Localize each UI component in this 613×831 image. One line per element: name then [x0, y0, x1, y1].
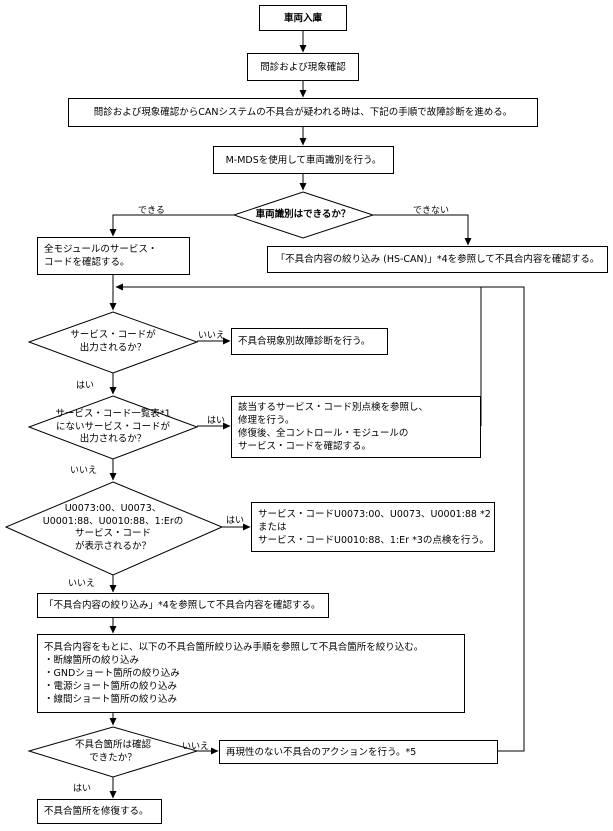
- code-not-in-list-line-1: サービス・コード一覧表*1: [55, 408, 171, 420]
- start-label: 車両入庫: [283, 12, 322, 24]
- mmds-label: M-MDSを使用して車両識別を行う。: [225, 154, 382, 166]
- edge-label-yes3: はい: [226, 516, 245, 526]
- specific-code-question-line-2: U0001:88、U0010:88、1:Erの: [42, 515, 184, 527]
- arrow-can: [109, 214, 234, 237]
- specific-code-check-line-2: または: [258, 521, 287, 533]
- specific-code-check-box: サービス・コードU0073:00、U0073、U0001:88 *2 または サ…: [251, 502, 495, 552]
- code-not-in-list-question: サービス・コード一覧表*1 にないサービス・コードが 出力されるか？: [55, 408, 170, 446]
- no-repro-action-box: 再現性のない不具合のアクションを行う。*5: [219, 740, 498, 764]
- location-confirmed-question: 不具合箇所は確認 できたか？: [75, 740, 151, 765]
- specific-code-question-line-1: U0073:00、U0073、: [64, 503, 162, 514]
- code-output-question: サービス・コードが 出力されるか？: [70, 330, 156, 355]
- narrow-location-line-3: ・GNDショート箇所の絞り込み: [44, 668, 180, 679]
- location-confirmed-line-2: できたか？: [89, 752, 137, 763]
- location-confirmed-diamond: [27, 726, 199, 778]
- interview-box: 問診および現象確認: [247, 53, 359, 81]
- edge-label-can: できる: [138, 206, 165, 216]
- edge-label-cannot: できない: [413, 206, 450, 216]
- code-output-diamond: [27, 311, 199, 374]
- check-all-codes-line-2: コードを確認する。: [44, 257, 130, 268]
- code-not-in-list-line-3: 出力されるか？: [79, 433, 147, 445]
- edge-label-yes1: はい: [76, 381, 95, 391]
- repair-location-label: 不具合箇所を修復する。: [44, 806, 149, 817]
- symptom-diag-box: 不具合現象別故障診断を行う。: [231, 328, 388, 355]
- specific-code-diamond: [4, 481, 224, 576]
- code-not-in-list-diamond: [27, 395, 199, 460]
- narrow-content-label: 「不具合内容の絞り込み」*4を参照して不具合内容を確認する。: [44, 600, 321, 611]
- specific-code-check-line-1: サービス・コードU0073:00、U0073、U0001:88 *2: [258, 508, 491, 520]
- code-not-in-list-line-2: にないサービス・コードが: [55, 420, 171, 432]
- edge-label-no1: いいえ: [198, 331, 226, 341]
- start-box: 車両入庫: [259, 5, 347, 31]
- procedure-note-box: 問診および現象確認からCANシステムの不具合が疑われる時は、下記の手順で故障診断…: [68, 98, 538, 127]
- inspect-repair-line-2: 修理を行う。: [238, 415, 295, 426]
- repair-location-box: 不具合箇所を修復する。: [37, 799, 162, 824]
- location-confirmed-line-1: 不具合箇所は確認: [74, 739, 152, 751]
- narrow-content-box: 「不具合内容の絞り込み」*4を参照して不具合内容を確認する。: [37, 593, 329, 618]
- narrow-location-line-5: ・線間ショート箇所の絞り込み: [44, 694, 178, 705]
- inspect-repair-box: 該当するサービス・コード別点検を参照し、 修理を行う。 修復後、全コントロール・…: [231, 396, 481, 458]
- edge-label-no2: いいえ: [70, 466, 98, 476]
- narrow-hs-can-box: 「不具合内容の絞り込み (HS-CAN)」*4を参照して不具合内容を確認する。: [267, 246, 608, 273]
- loop-no-repro: [481, 286, 525, 752]
- procedure-note-label: 問診および現象確認からCANシステムの不具合が疑われる時は、下記の手順で故障診断…: [93, 107, 513, 118]
- narrow-location-line-4: ・電源ショート箇所の絞り込み: [44, 681, 178, 692]
- narrow-location-line-1: 不具合内容をもとに、以下の不具合箇所絞り込み手順を参照して不具合箇所を絞り込む。: [44, 642, 424, 653]
- interview-label: 問診および現象確認: [260, 61, 346, 73]
- specific-code-question-line-4: が表示されるか？: [74, 540, 151, 552]
- inspect-repair-line-1: 該当するサービス・コード別点検を参照し、: [238, 402, 429, 413]
- no-repro-action-label: 再現性のない不具合のアクションを行う。*5: [226, 746, 417, 758]
- edge-label-yes4: はい: [73, 784, 92, 794]
- edge-label-no3: いいえ: [68, 579, 96, 589]
- specific-code-check-line-3: サービス・コードU0010:88、1:Er *3の点検を行う。: [258, 534, 489, 546]
- arrow-cannot: [373, 214, 472, 246]
- narrow-hs-can-label: 「不具合内容の絞り込み (HS-CAN)」*4を参照して不具合内容を確認する。: [275, 254, 600, 265]
- edge-label-yes2: はい: [207, 416, 226, 426]
- specific-code-question: U0073:00、U0073、 U0001:88、U0010:88、1:Erの …: [43, 503, 184, 553]
- vehicle-id-question: 車両識別はできるか？: [256, 209, 351, 222]
- check-all-codes-line-1: 全モジュールのサービス・: [44, 244, 158, 255]
- check-all-codes-box: 全モジュールのサービス・ コードを確認する。: [37, 237, 190, 275]
- edge-label-no4: いいえ: [182, 742, 210, 752]
- vehicle-id-question-text: 車両識別はできるか？: [255, 208, 351, 220]
- narrow-location-box: 不具合内容をもとに、以下の不具合箇所絞り込み手順を参照して不具合箇所を絞り込む。…: [37, 634, 465, 713]
- inspect-repair-line-4: サービス・コードを確認する。: [238, 441, 372, 452]
- mmds-box: M-MDSを使用して車両識別を行う。: [213, 146, 394, 174]
- narrow-location-line-2: ・断線箇所の絞り込み: [44, 655, 140, 666]
- specific-code-question-line-3: サービス・コード: [74, 528, 151, 539]
- code-output-question-line-1: サービス・コードが: [70, 329, 156, 341]
- code-output-question-line-2: 出力されるか？: [79, 342, 147, 353]
- vehicle-id-diamond: [232, 191, 375, 239]
- symptom-diag-label: 不具合現象別故障診断を行う。: [238, 336, 371, 347]
- inspect-repair-line-3: 修復後、全コントロール・モジュールの: [238, 428, 409, 439]
